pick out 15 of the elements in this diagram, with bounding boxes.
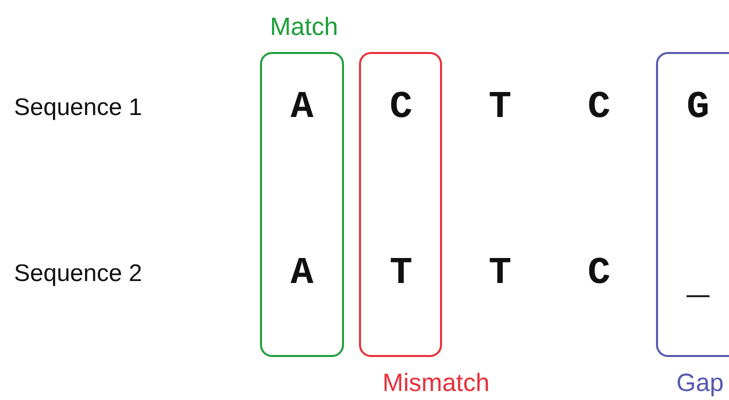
nucleotide-letter: C xyxy=(588,88,610,128)
nucleotide-letter: A xyxy=(290,254,314,294)
nucleotide-letter: A xyxy=(290,88,314,128)
nucleotide-letter: C xyxy=(588,254,610,294)
nucleotide-letter: T xyxy=(390,254,412,294)
frame-label: Mismatch xyxy=(382,368,490,398)
nucleotide-letter: T xyxy=(488,88,512,128)
nucleotide-letter: C xyxy=(390,88,412,128)
nucleotide-letter: _ xyxy=(686,264,710,304)
nucleotide-letter: G xyxy=(686,88,710,128)
sequence-label: Sequence 1 xyxy=(14,93,142,123)
frame-label: Match xyxy=(270,12,338,42)
frame-label: Gap xyxy=(676,368,724,398)
sequence-label: Sequence 2 xyxy=(14,259,142,289)
nucleotide-letter: T xyxy=(488,254,512,294)
